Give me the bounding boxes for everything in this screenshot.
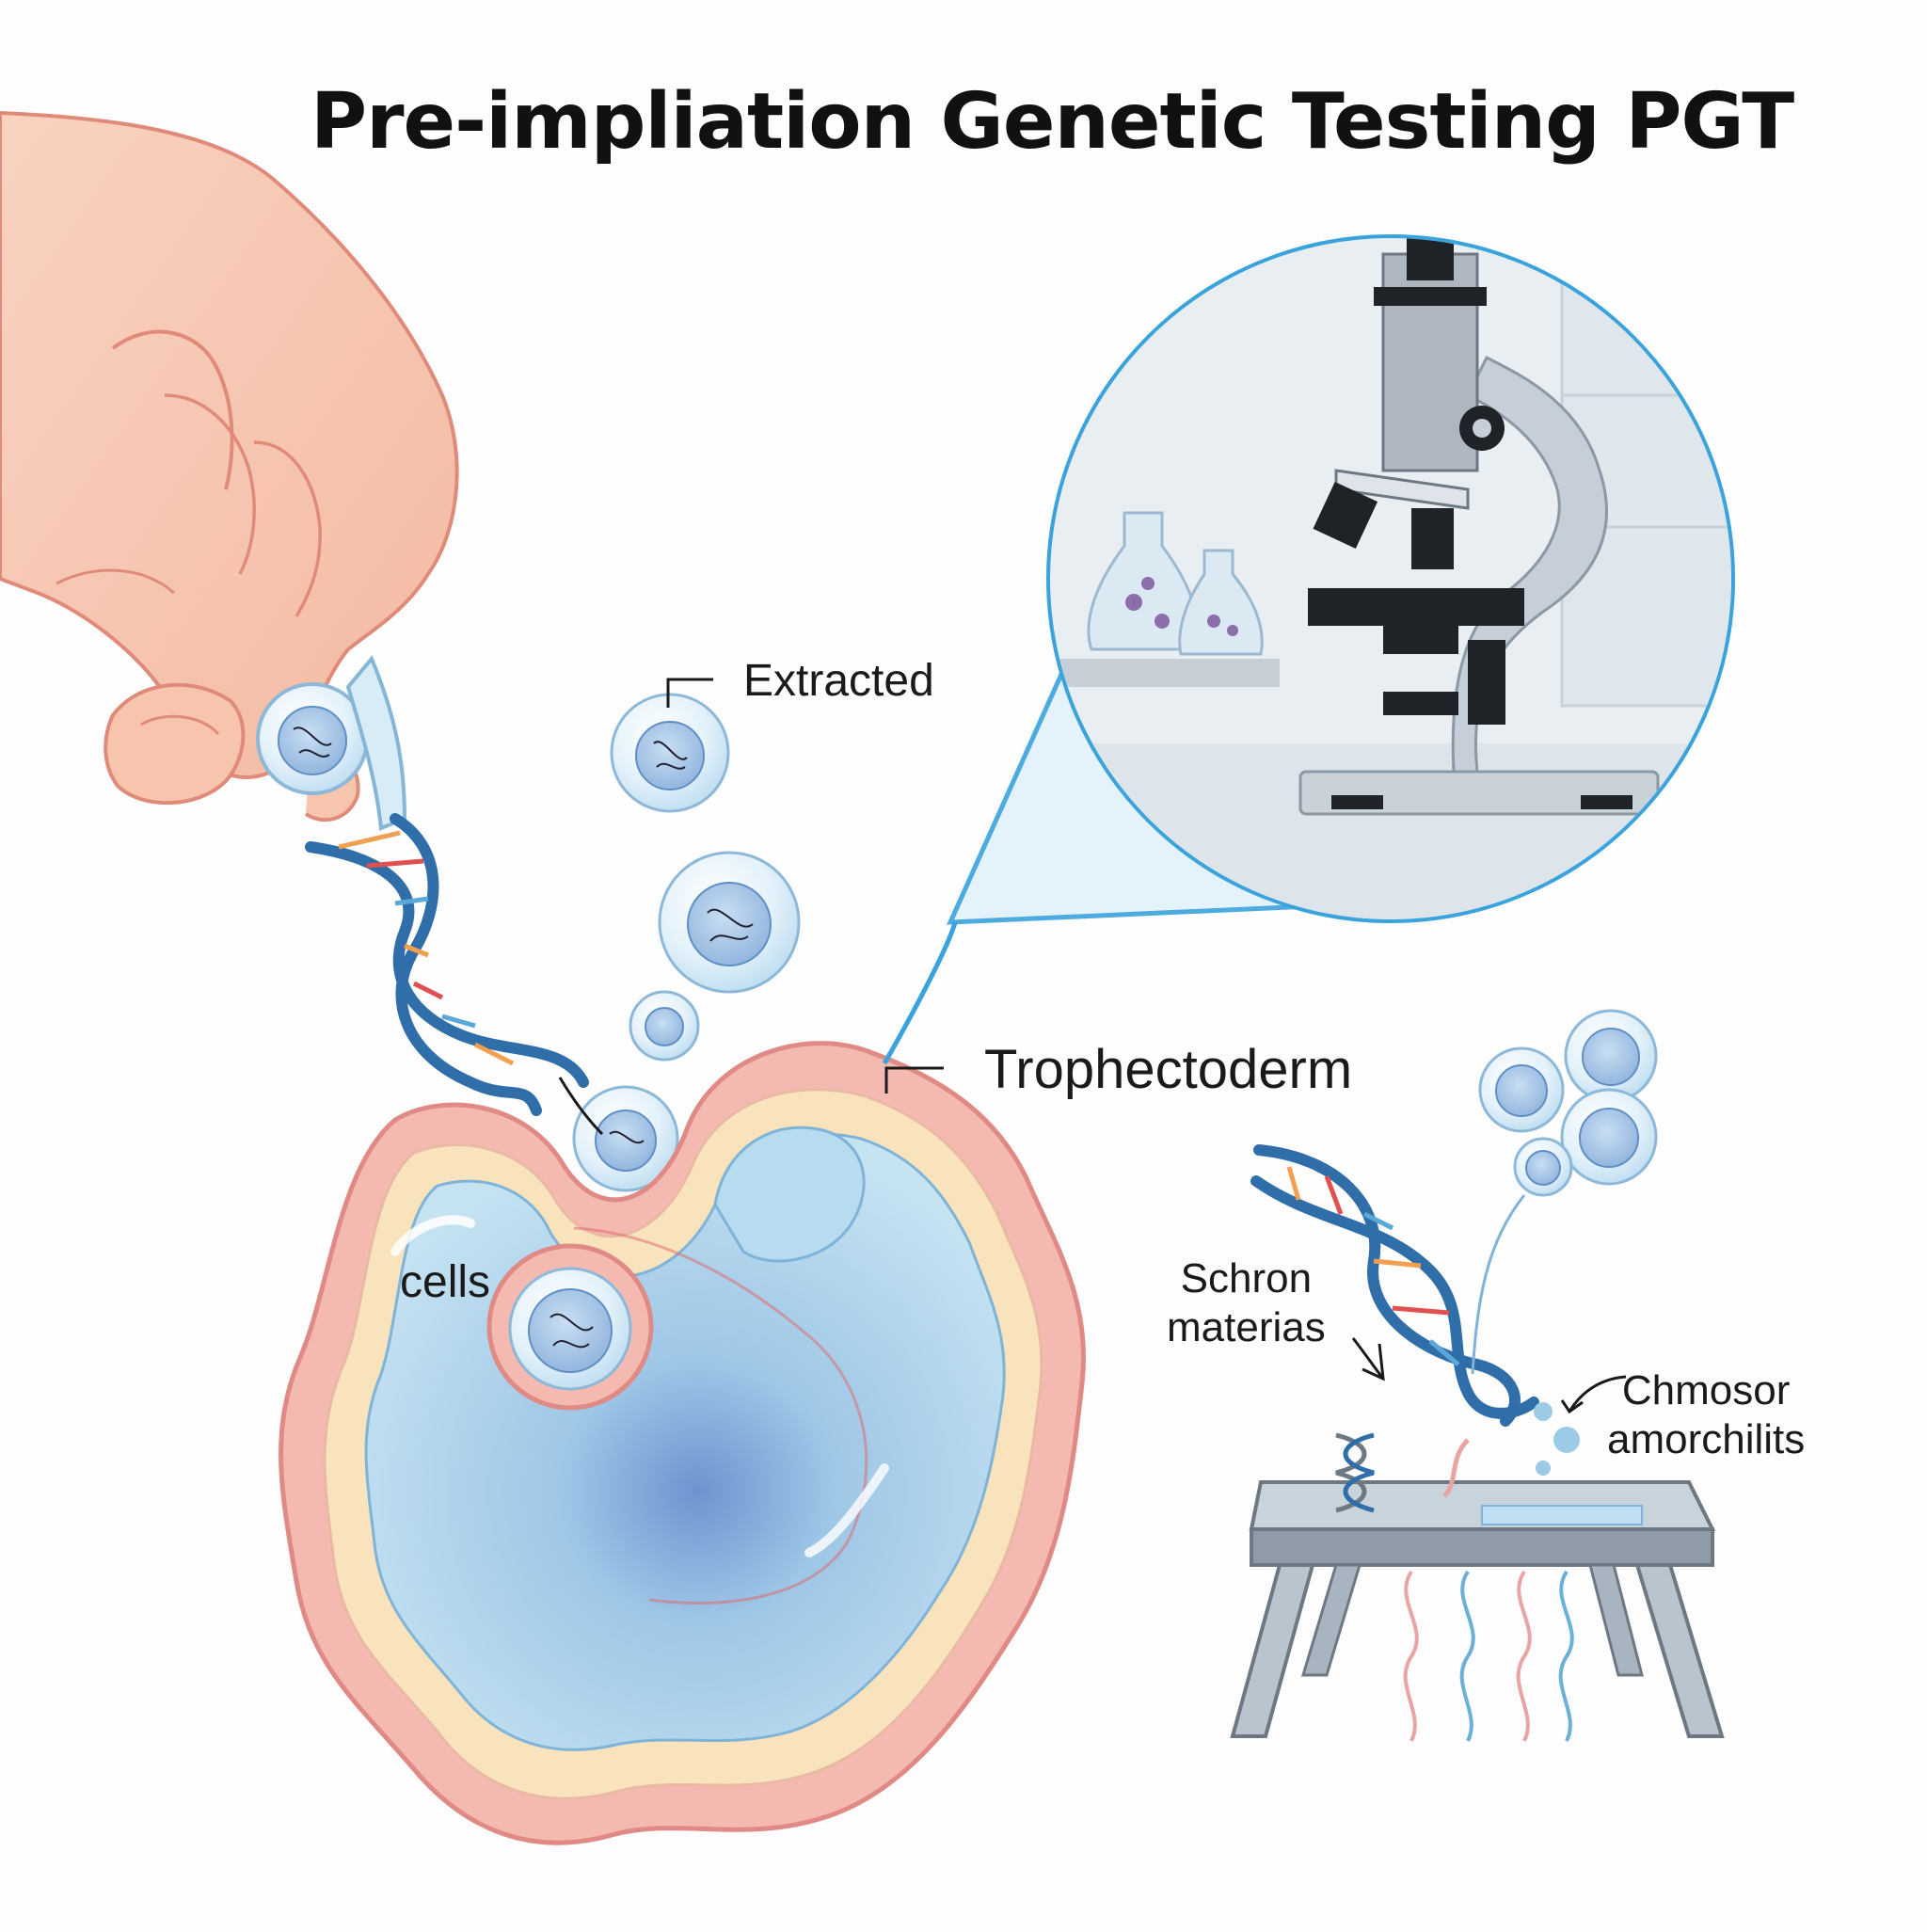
dna-helix-icon — [1335, 1432, 1375, 1513]
cell-icon — [629, 990, 700, 1062]
flask-icon — [1178, 549, 1264, 656]
lab-magnifier — [882, 234, 1735, 1065]
cell-icon — [1513, 1137, 1573, 1197]
cell-icon — [1560, 1088, 1658, 1186]
cell-cluster — [1471, 1009, 1658, 1375]
label-extracted: Extracted — [743, 656, 934, 706]
cell-icon — [610, 693, 730, 813]
label-chmosor-line1: Chmosor — [1621, 1367, 1791, 1413]
label-schron-line1: Schron — [1180, 1255, 1313, 1301]
label-trophectoderm: Trophectoderm — [984, 1039, 1353, 1100]
dna-helix-icon — [1250, 1144, 1580, 1498]
microscope-icon — [1298, 238, 1660, 816]
cell-icon — [572, 1085, 679, 1192]
cell-icon — [1564, 1009, 1658, 1103]
label-chmosor-amorchilits: Chmosor amorchilits — [1607, 1366, 1805, 1464]
cell-icon — [658, 851, 801, 994]
dna-helix-icon — [305, 813, 589, 1116]
label-chmosor-line2: amorchilits — [1607, 1416, 1806, 1462]
leader-lines — [558, 678, 1627, 1414]
label-schron-materias: Schron materias — [1167, 1254, 1326, 1352]
page-title: Pre-impliation Genetic Testing PGT — [311, 77, 1794, 167]
embryo — [279, 1041, 1087, 1845]
label-cells: cells — [400, 1257, 491, 1307]
extracted-cells — [572, 693, 801, 1192]
label-schron-line2: materias — [1167, 1304, 1326, 1350]
cell-icon — [1478, 1046, 1565, 1133]
lab-table-icon — [1230, 1480, 1725, 1742]
hand-illustration — [0, 110, 459, 831]
